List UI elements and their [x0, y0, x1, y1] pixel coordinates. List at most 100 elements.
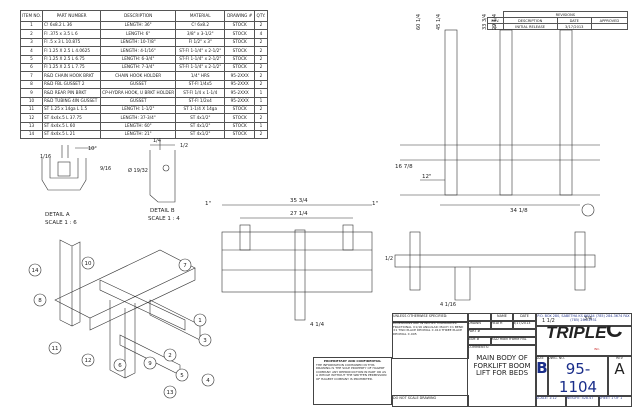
- balloon-circle: [193, 313, 207, 327]
- balloon-label: 9: [148, 361, 152, 367]
- balloon-circle: [198, 333, 212, 347]
- dim-label: 29 1/4: [492, 14, 498, 30]
- dim-label: 1 1/2: [542, 318, 555, 324]
- dim-label: 34 1/8: [510, 208, 528, 214]
- balloon-circle: [175, 368, 189, 382]
- balloon-label: 12: [85, 358, 92, 364]
- bom-cell: ST 4x1/2": [175, 130, 226, 140]
- do-not-scale: DO NOT SCALE DRAWING: [392, 395, 469, 407]
- rev-cell: [590, 23, 629, 30]
- detail-a-view: 1/16 10° 9/16 DETAIL A SCALE 1 : 6: [40, 145, 111, 226]
- logo-inc: INC.: [594, 347, 601, 351]
- revisions-table: REVISIONS REV. DESCRIPTION DATE APPROVED…: [487, 11, 629, 30]
- size-label: SIZE: [536, 356, 544, 360]
- dwg-no-cell: DWG. NO. 95-1104: [547, 355, 609, 397]
- balloon-label: 5: [180, 373, 184, 379]
- weight-field: WEIGHT: 428.47: [565, 395, 600, 407]
- company-address: P.O. BOX 280, SABETHA KS 66534 (785) 284…: [535, 313, 632, 327]
- balloon-circle: [163, 385, 177, 399]
- drawn-label: DRAWN: [467, 320, 492, 330]
- detail-b-scale: SCALE 1 : 4: [148, 216, 180, 222]
- front-view: 35 3/4 27 1/4 1" 1" 4 1/4: [205, 198, 378, 328]
- balloon-label: 1: [198, 318, 202, 324]
- scale-field: SCALE: 1:12: [535, 395, 567, 407]
- dim-label: 10°: [88, 146, 97, 152]
- detail-a-title: DETAIL A: [45, 212, 70, 218]
- balloon-label: 10: [85, 261, 92, 267]
- dim-label: 16 7/8: [395, 164, 413, 170]
- dim-label: 1": [205, 201, 211, 207]
- tolerances: DIMENSIONS ARE IN INCHES TOLERANCES: FRA…: [392, 321, 469, 359]
- proprietary-box: PROPRIETARY AND CONFIDENTIAL THE INFORMA…: [313, 357, 392, 405]
- drawn-name: HEATH: [490, 320, 514, 330]
- rev-value: A: [614, 360, 625, 378]
- asm-label: ASM #: [467, 336, 492, 346]
- balloon-circle: [33, 293, 47, 307]
- detail-a-scale: SCALE 1 : 6: [45, 220, 77, 226]
- detail-b-title: DETAIL B: [150, 208, 175, 214]
- dim-label: 1/4: [153, 138, 161, 144]
- dim-label: 35 3/4: [290, 198, 308, 204]
- dim-label: 45 1/4: [436, 14, 442, 30]
- dim-label: 27 1/4: [290, 211, 308, 217]
- detail-b-view: Ø 19/32 1/4 1/2 DETAIL B SCALE 1 : 4: [128, 138, 188, 222]
- bom-header-row: ITEM NO. PART NUMBER DESCRIPTION MATERIA…: [20, 10, 268, 22]
- dim-label: Ø 19/32: [128, 167, 148, 174]
- dim-label: 1/16: [40, 154, 51, 160]
- balloon-circle: [178, 258, 192, 272]
- dwg-no: 95-1104: [558, 360, 598, 396]
- sheet-field: SHEET 1 OF 1: [598, 395, 632, 407]
- dim-label: 9/16: [100, 166, 111, 172]
- balloon-label: 6: [118, 363, 122, 369]
- rev-label: REV: [616, 356, 623, 360]
- balloon-circle: [81, 256, 95, 270]
- dim-label: 1": [372, 201, 378, 207]
- dim-label: 1/2: [385, 256, 393, 262]
- logo-text: TRIPLE: [546, 325, 607, 342]
- unless-specified: UNLESS OTHERWISE SPECIFIED:: [392, 313, 469, 323]
- logo-c: C: [606, 325, 623, 342]
- dwg-no-label: DWG. NO.: [548, 356, 565, 360]
- isometric-view: [54, 239, 201, 379]
- dim-label: 1/2: [180, 143, 188, 149]
- balloon-label: 3: [203, 338, 207, 344]
- dim-label: 12": [422, 174, 432, 180]
- balloon-label: 2: [168, 353, 172, 359]
- balloon-circle: [48, 341, 62, 355]
- comments-box: COMMENTS: MAIN BODY OF FORKLIFT BOOM LIF…: [467, 344, 537, 407]
- dim-label: 33 3/4: [482, 14, 488, 30]
- name-header: NAME: [490, 313, 514, 322]
- company-logo: TRIPLE C INC.: [535, 325, 632, 357]
- balloon-label: 7: [183, 263, 187, 269]
- balloon-circle: [113, 358, 127, 372]
- balloon-label: 13: [167, 390, 174, 396]
- drawn-cell-blank: [467, 313, 492, 322]
- proprietary-text: THE INFORMATION CONTAINED IN THIS DRAWIN…: [316, 362, 387, 381]
- rev-cell: REV A: [607, 355, 632, 397]
- proprietary-title: PROPRIETARY AND CONFIDENTIAL: [323, 359, 382, 363]
- balloon-label: 4: [206, 378, 210, 384]
- balloon-label: 11: [52, 346, 59, 352]
- side-view: 16 7/8 12" 34 1/8 60 1/4 45 1/4 33 3/4 2…: [395, 14, 600, 217]
- bottom-view: 1/2 4 1/16 1 1/2 3/4: [385, 231, 596, 324]
- dim-label: 60 1/4: [416, 14, 422, 30]
- size-cell: SIZE B: [535, 355, 549, 397]
- asm-value: R&D main frame FBL: [490, 336, 537, 346]
- bom-cell: ST 4x4x.5 L 21: [41, 130, 102, 140]
- balloon-circle: [201, 373, 215, 387]
- balloon-label: 8: [38, 298, 42, 304]
- balloon-circle: [143, 356, 157, 370]
- dim-label: 4 1/4: [310, 322, 325, 328]
- part-number-field: PART #: [467, 328, 537, 338]
- drawing-title: MAIN BODY OF FORKLIFT BOOM LIFT FOR BEDS: [473, 354, 531, 377]
- rev-cell: 3/17/2013: [556, 23, 592, 30]
- date-header: DATE: [512, 313, 537, 322]
- dim-label: 3/4: [584, 316, 592, 322]
- bom-cell: 2: [254, 130, 268, 140]
- dim-label: 4 1/16: [440, 302, 456, 308]
- comments-label: COMMENTS:: [468, 345, 489, 349]
